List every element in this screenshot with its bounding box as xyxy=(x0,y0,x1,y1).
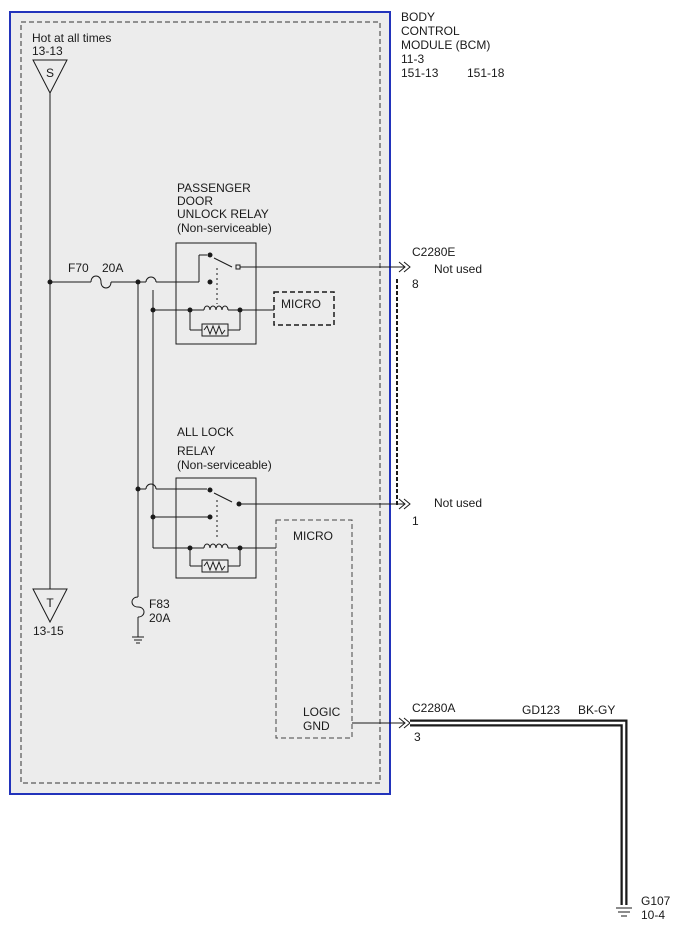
connector-c2280a-label: C2280A xyxy=(412,701,455,715)
connector-c2280e-label: C2280E xyxy=(412,245,455,259)
connector-pin-1: 1 xyxy=(412,514,419,528)
power-top-ref: 13-13 xyxy=(32,44,63,58)
power-bottom-ref: 13-15 xyxy=(33,624,64,638)
bcm-title-line-3: MODULE (BCM) xyxy=(401,38,490,52)
ground-g107-symbol xyxy=(616,907,632,917)
fuse-f83-symbol xyxy=(131,596,145,618)
connector-pin1-chevron xyxy=(398,498,411,510)
relay1-box xyxy=(175,242,257,345)
relay2-switch-arm xyxy=(213,492,233,503)
ground-circuit-id: GD123 xyxy=(522,703,560,717)
ground-wire-color: BK-GY xyxy=(578,703,615,717)
relay1-coil-symbol xyxy=(203,305,229,311)
hot-at-all-times-label: Hot at all times xyxy=(32,31,111,45)
fuse-f83-name: F83 xyxy=(149,597,170,611)
fuse-f70-rating: 20A xyxy=(102,261,123,275)
connector-t-triangle: T xyxy=(32,588,68,624)
relay2-label-line-1: ALL LOCK xyxy=(177,425,234,439)
fuse-f83-ground-symbol xyxy=(132,636,144,644)
relay2-coil-symbol xyxy=(203,543,229,549)
relay2-box xyxy=(175,477,257,579)
bcm-title-line-1: BODY xyxy=(401,10,435,24)
ground-name: G107 xyxy=(641,894,671,908)
bcm-ref-left: 151-13 xyxy=(401,66,439,80)
connector-pin-3: 3 xyxy=(414,730,421,744)
bcm-module-box xyxy=(9,11,391,795)
connector-pin-8: 8 xyxy=(412,277,419,291)
micro2-label: MICRO xyxy=(293,529,333,543)
logic-gnd-line-1: LOGIC xyxy=(303,705,341,719)
relay1-label-line-3: UNLOCK RELAY xyxy=(177,207,269,221)
connector-s-symbol: S xyxy=(46,66,54,80)
logic-gnd-line-2: GND xyxy=(303,719,330,733)
bcm-ref-right: 151-18 xyxy=(467,66,505,80)
bcm-inner-dashed-border xyxy=(20,21,381,784)
relay1-label-line-2: DOOR xyxy=(177,194,213,208)
bcm-page-ref: 11-3 xyxy=(401,52,424,66)
relay1-label-line-4: (Non-serviceable) xyxy=(177,221,272,235)
fuse-f70-symbol xyxy=(90,275,112,289)
not-used-label-2: Not used xyxy=(434,496,482,510)
fuse-f70-name: F70 xyxy=(68,261,89,275)
not-used-label-1: Not used xyxy=(434,262,482,276)
micro1-box xyxy=(273,291,335,326)
relay2-label-line-2: RELAY xyxy=(177,444,215,458)
relay1-label-line-1: PASSENGER xyxy=(177,181,251,195)
micro1-label: MICRO xyxy=(281,297,321,311)
connector-s-triangle: S xyxy=(32,59,68,95)
ground-wire-gd123 xyxy=(410,719,628,905)
ground-ref: 10-4 xyxy=(641,908,665,922)
fuse-f83-rating: 20A xyxy=(149,611,170,625)
micro2-box xyxy=(275,519,353,739)
connector-pin8-chevron xyxy=(398,261,411,273)
wire-crossover-hop xyxy=(145,276,157,283)
relay1-switch-arm xyxy=(213,257,233,268)
bcm-title-line-2: CONTROL xyxy=(401,24,460,38)
relay2-label-line-3: (Non-serviceable) xyxy=(177,458,272,472)
connector-t-symbol: T xyxy=(46,596,54,610)
